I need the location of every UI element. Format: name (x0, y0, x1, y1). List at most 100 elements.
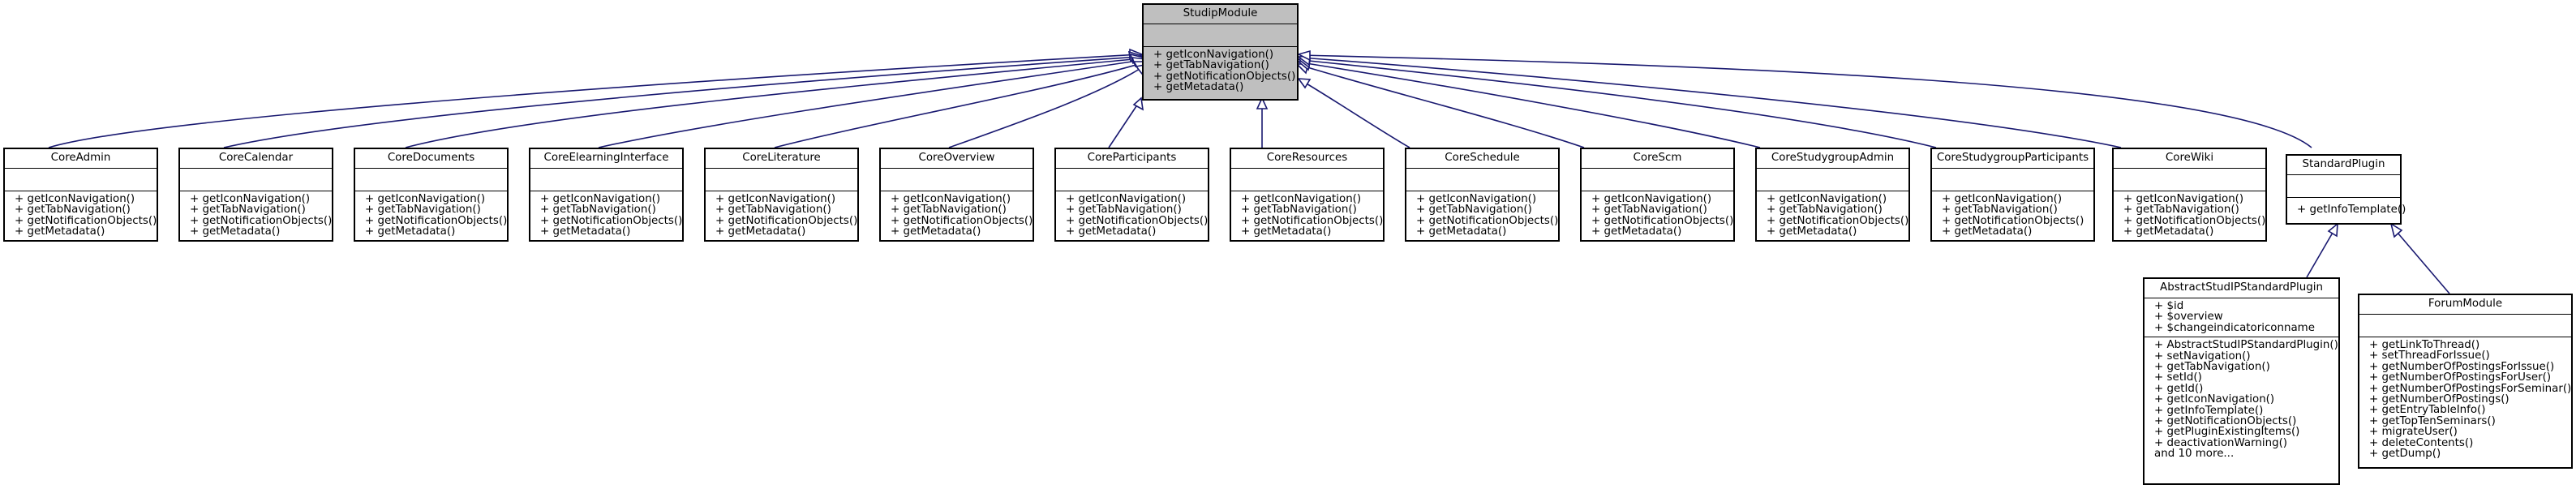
method: + getNotificationObjects() (891, 214, 1033, 227)
method: + getIconNavigation() (1416, 193, 1537, 205)
class-title: CoreOverview (881, 149, 1033, 169)
class-attributes (1757, 169, 1908, 191)
method: + getIconNavigation() (365, 193, 486, 205)
method: + getNotificationObjects() (1416, 214, 1559, 227)
class-attributes (355, 169, 507, 191)
method: + getLinkToThread() (2369, 339, 2480, 351)
class-methods: + getIconNavigation() + getTabNavigation… (1757, 191, 1908, 240)
method: + getNumberOfPostingsForUser() (2369, 371, 2552, 384)
class-methods: + getIconNavigation() + getTabNavigation… (1231, 191, 1383, 240)
class-studipmodule: StudipModule + getIconNavigation() + get… (1142, 3, 1299, 101)
method: + getMetadata() (1942, 225, 2033, 238)
method: + getIconNavigation() (1241, 193, 1362, 205)
method: + getIconNavigation() (15, 193, 135, 205)
method: + getIconNavigation() (540, 193, 661, 205)
class-attributes (881, 169, 1033, 191)
arrowhead-coreparticipants (1132, 97, 1144, 111)
class-attributes (5, 169, 157, 191)
class-corescm: CoreScm + getIconNavigation() + getTabNa… (1580, 148, 1735, 242)
method: + getTabNavigation() (1153, 59, 1269, 72)
class-coreelearninginterface: CoreElearningInterface + getIconNavigati… (529, 148, 684, 242)
class-attributes (2114, 169, 2265, 191)
method: + getTabNavigation() (15, 204, 131, 217)
edge-forummodule (2392, 226, 2450, 294)
method: + getMetadata() (715, 225, 806, 238)
method: + getMetadata() (1066, 225, 1157, 238)
method: + getTabNavigation() (1066, 204, 1182, 217)
class-title: CoreWiki (2114, 149, 2265, 169)
class-coreparticipants: CoreParticipants + getIconNavigation() +… (1054, 148, 1209, 242)
edge-coreadmin (48, 54, 1140, 148)
method: + getMetadata() (2123, 225, 2214, 238)
method: + getEntryTableInfo() (2369, 404, 2486, 417)
method: + getInfoTemplate() (2154, 404, 2264, 417)
class-attributes (1056, 169, 1208, 191)
method: + getIconNavigation() (1153, 49, 1274, 61)
method: + getNotificationObjects() (190, 214, 333, 227)
class-methods: + getLinkToThread() + setThreadForIssue(… (2359, 337, 2571, 467)
method: + getMetadata() (15, 225, 105, 238)
method: + getNumberOfPostingsForSeminar() (2369, 382, 2572, 395)
method: + getTopTenSeminars() (2369, 414, 2496, 427)
arrowhead-coreschedule (1297, 78, 1312, 89)
method: + getIconNavigation() (2154, 393, 2275, 406)
attribute: + $changeindicatoriconname (2154, 321, 2315, 334)
method: + getTabNavigation() (540, 204, 656, 217)
arrowhead-standardplugin (1296, 49, 1311, 62)
method: + deleteContents() (2369, 436, 2474, 449)
method: + getDump() (2369, 448, 2441, 461)
method: + getTabNavigation() (1416, 204, 1532, 217)
class-attributes (706, 169, 857, 191)
class-coreoverview: CoreOverview + getIconNavigation() + get… (879, 148, 1034, 242)
method: + getNotificationObjects() (1066, 214, 1209, 227)
edge-coreschedule (1300, 79, 1410, 148)
method: + getMetadata() (540, 225, 631, 238)
class-title: CoreStudygroupParticipants (1932, 149, 2093, 169)
class-title: StudipModule (1144, 5, 1297, 24)
method: + getNotificationObjects() (1591, 214, 1734, 227)
class-methods: + getIconNavigation() + getTabNavigation… (1056, 191, 1208, 240)
method: + getIconNavigation() (1942, 193, 2063, 205)
class-title: CoreResources (1231, 149, 1383, 169)
class-methods: + getIconNavigation() + getTabNavigation… (1932, 191, 2093, 240)
method: + setNavigation() (2154, 350, 2251, 362)
method: + getMetadata() (1591, 225, 1682, 238)
method: + getNotificationObjects() (2154, 415, 2297, 428)
more-methods-note: and 10 more... (2154, 448, 2235, 461)
method: + setThreadForIssue() (2369, 350, 2490, 362)
edge-corestudygroupadmin (1300, 62, 1761, 148)
class-methods: + getIconNavigation() + getTabNavigation… (1582, 191, 1733, 240)
edge-coredocuments (405, 58, 1142, 148)
class-title: CoreStudygroupAdmin (1757, 149, 1908, 169)
method: + getNotificationObjects() (15, 214, 157, 227)
method: + getNotificationObjects() (715, 214, 858, 227)
class-methods: + getInfoTemplate() (2287, 198, 2406, 223)
method: + getMetadata() (1241, 225, 1332, 238)
class-coreschedule: CoreSchedule + getIconNavigation() + get… (1405, 148, 1560, 242)
class-corestudygroupadmin: CoreStudygroupAdmin + getIconNavigation(… (1755, 148, 1910, 242)
method: + getId() (2154, 382, 2204, 395)
method: + getNotificationObjects() (365, 214, 508, 227)
edge-corewiki (1300, 57, 2122, 148)
method: + getTabNavigation() (190, 204, 306, 217)
method: + getIconNavigation() (891, 193, 1011, 205)
method: + getTabNavigation() (1942, 204, 2058, 217)
method: + getNotificationObjects() (1767, 214, 1909, 227)
method: + getMetadata() (1153, 81, 1244, 94)
arrowhead-abstractstudipstandardplugin (2327, 222, 2338, 238)
class-title: CoreParticipants (1056, 149, 1208, 169)
class-corecalendar: CoreCalendar + getIconNavigation() + get… (178, 148, 333, 242)
method: + getTabNavigation() (891, 204, 1007, 217)
class-title: AbstractStudIPStandardPlugin (2145, 279, 2338, 298)
class-corewiki: CoreWiki + getIconNavigation() + getTabN… (2112, 148, 2267, 242)
class-attributes (2359, 315, 2571, 337)
class-title: CoreSchedule (1406, 149, 1558, 169)
class-attributes (1582, 169, 1733, 191)
class-title: ForumModule (2359, 295, 2571, 315)
class-title: CoreAdmin (5, 149, 157, 169)
class-attributes (530, 169, 682, 191)
class-attributes (180, 169, 332, 191)
method: + getPluginExistingItems() (2154, 426, 2300, 439)
method: + deactivationWarning() (2154, 436, 2288, 449)
method: + migrateUser() (2369, 426, 2458, 439)
